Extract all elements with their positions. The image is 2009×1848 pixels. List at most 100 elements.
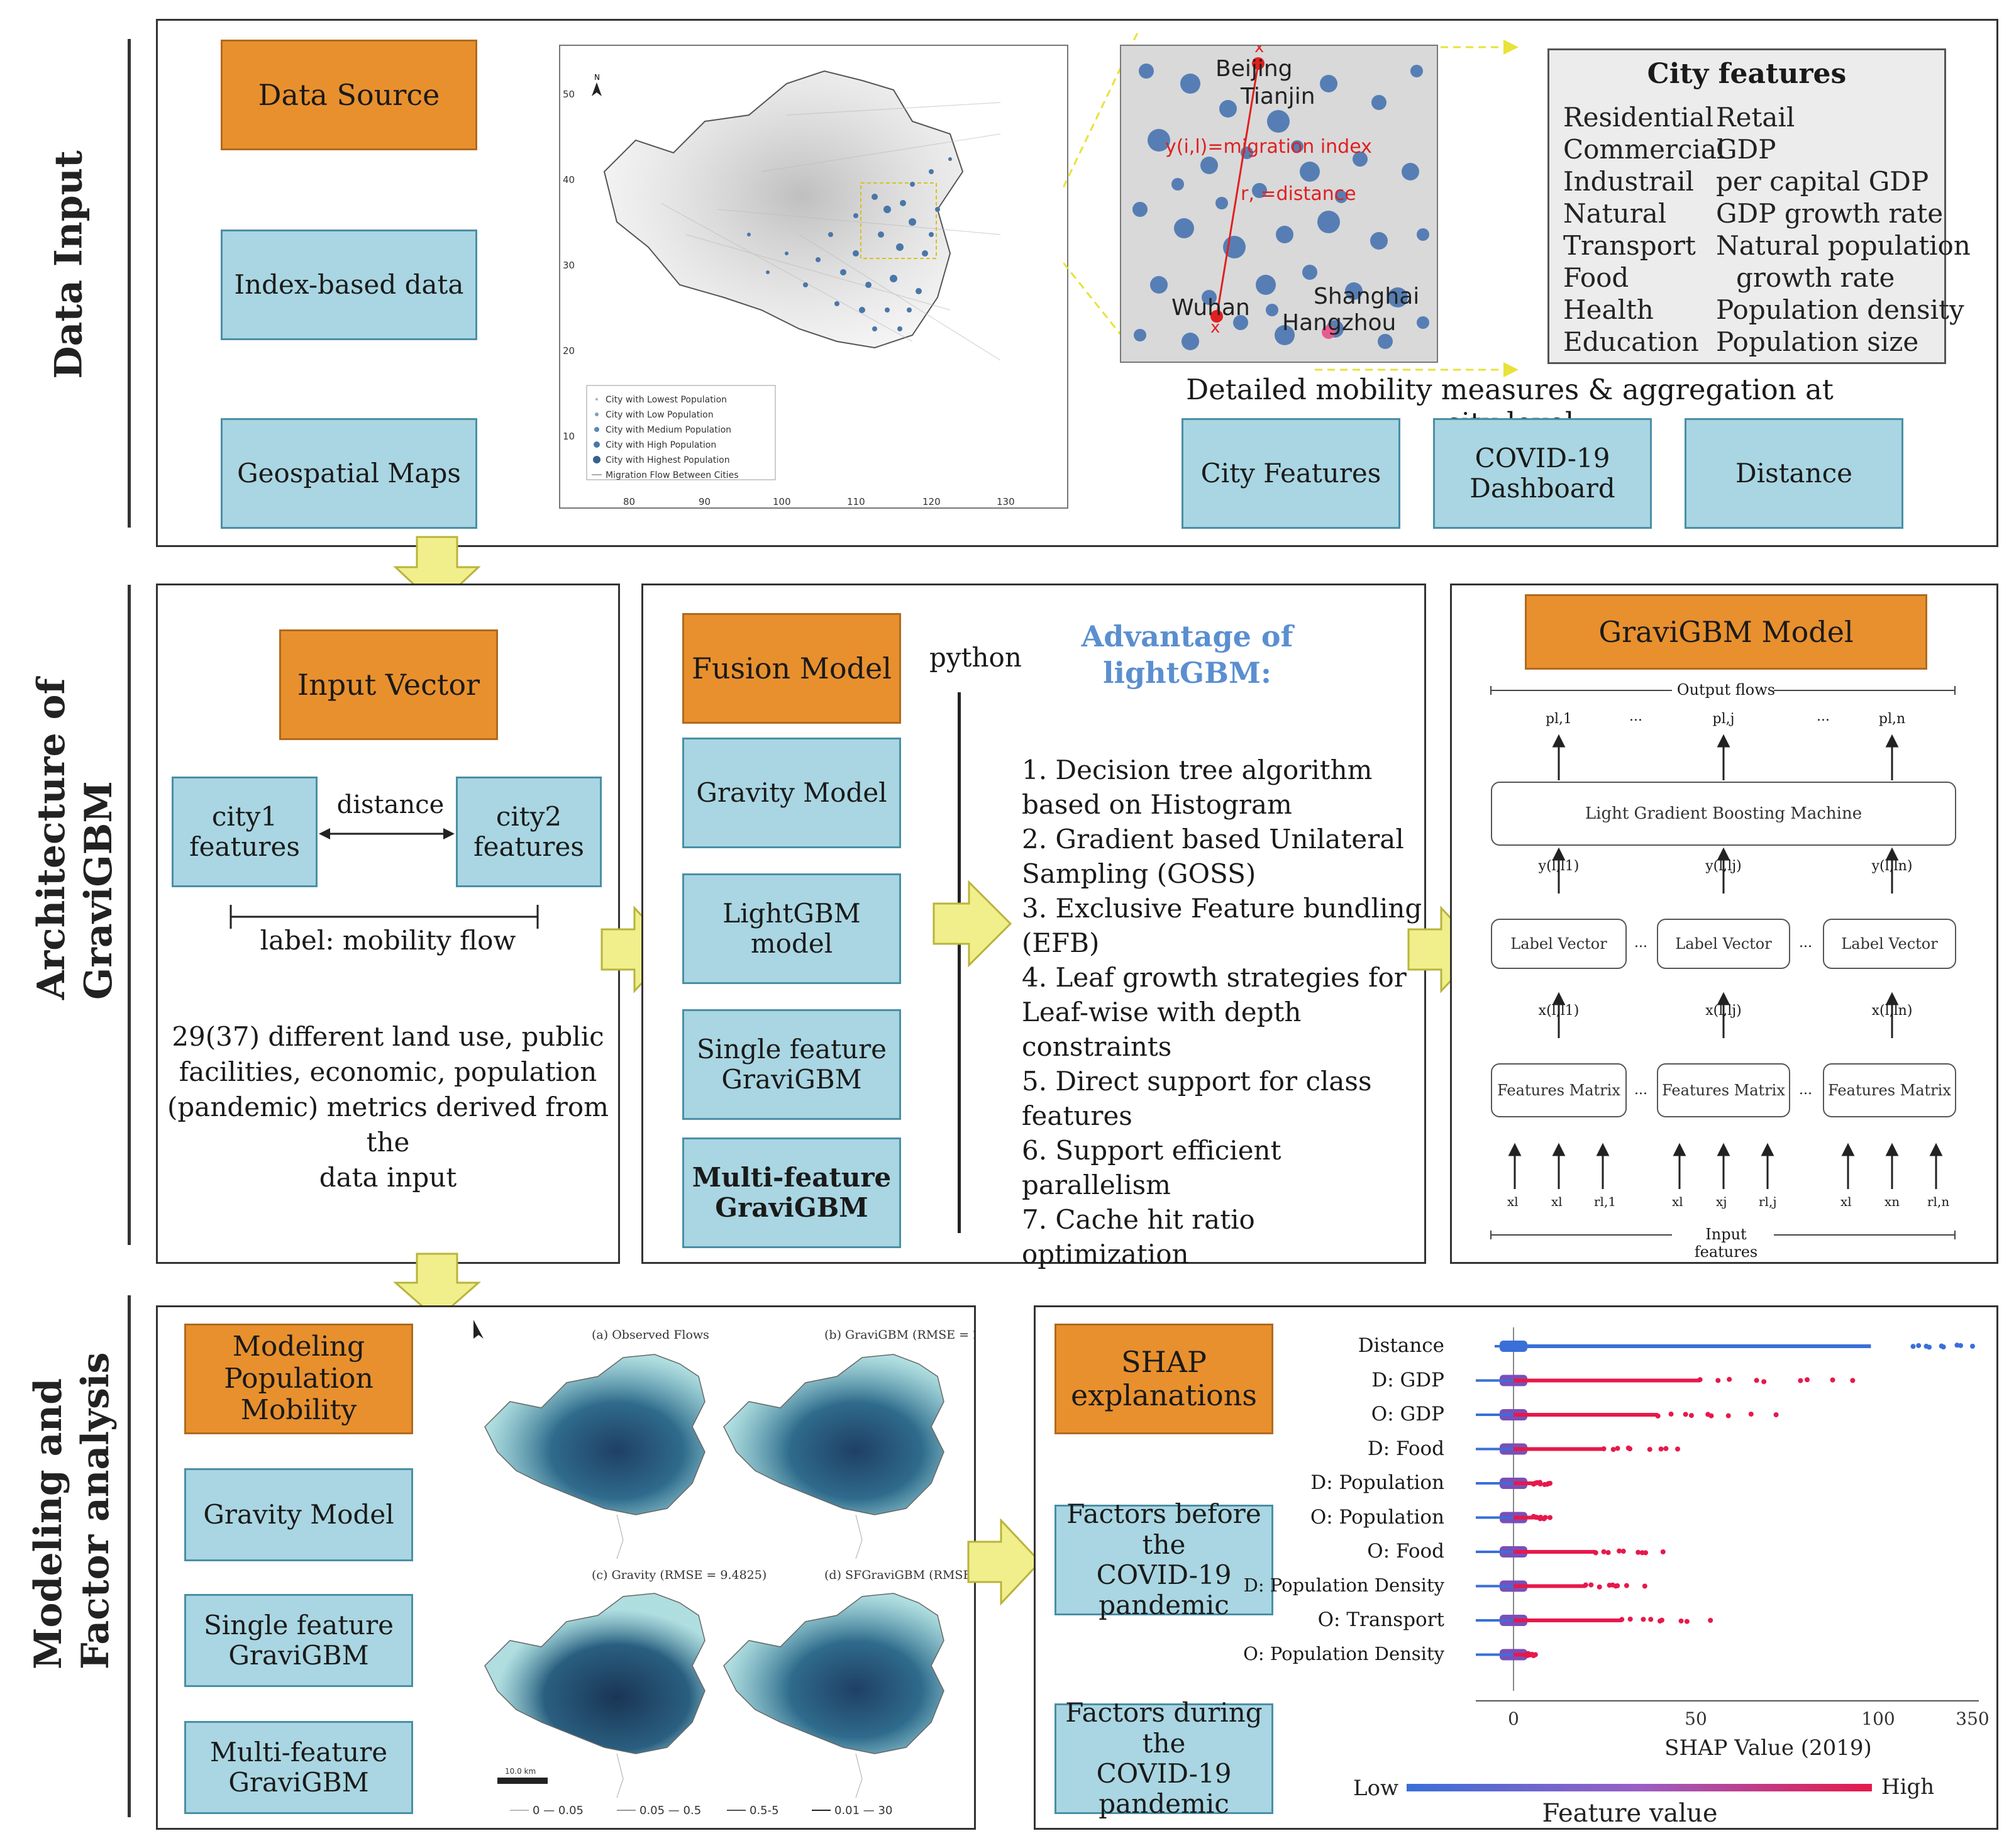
data-source-box: Data Source (221, 40, 477, 150)
input-sym: xj (1716, 1194, 1727, 1209)
features-matrix-text: Features Matrix (1497, 1082, 1620, 1099)
multi-feature-box: Multi-feature GraviGBM (682, 1137, 901, 1248)
city-label-shanghai: Shanghai (1314, 284, 1419, 309)
shap-point (1773, 1412, 1779, 1417)
north-arrow-icon (592, 82, 602, 96)
input-vector-label: Input Vector (297, 667, 480, 702)
x-label-1: x(l,l1) (1538, 1003, 1580, 1019)
output-dots: ... (1629, 709, 1642, 724)
shap-point (1601, 1549, 1607, 1554)
advantage-item: 3. Exclusive Feature bundling (1022, 893, 1422, 924)
data-source-label: Data Source (258, 77, 440, 112)
output-dots: ... (1817, 709, 1830, 724)
multi-line2: GraviGBM (715, 1192, 868, 1223)
features-matrix-text: Features Matrix (1662, 1082, 1785, 1099)
advantage-item: 1. Decision tree algorithm (1022, 755, 1373, 785)
city1-features-box: city1 features (172, 777, 318, 887)
legend-item: City with Lowest Population (606, 395, 727, 405)
shap-point (1850, 1378, 1856, 1383)
shap-point (1684, 1618, 1690, 1624)
label-vector-box-2: Label Vector (1657, 919, 1790, 969)
multi-line1: Multi-feature (692, 1161, 892, 1193)
city2-features-box: city2 features (456, 777, 602, 887)
shap-point (1798, 1378, 1803, 1383)
map-b-title: (b) GraviGBM (RMSE = 2.9769) (824, 1328, 975, 1342)
advantage-item: 6. Support efficient (1022, 1135, 1281, 1166)
zoom-region (860, 182, 937, 259)
fusion-model-label: Fusion Model (692, 651, 892, 685)
section-label-data-input: Data Input (46, 150, 93, 379)
section-label-architecture: Architecture of GraviGBM (28, 678, 123, 1000)
input-sym: xl (1672, 1194, 1683, 1209)
flow-legend-item: 0 — 0.05 (533, 1804, 584, 1817)
shap-point (1532, 1652, 1538, 1657)
architecture-bracket (128, 585, 131, 1245)
input-vector-panel: Input Vector city1 features city2 featur… (156, 584, 620, 1264)
during-line2: COVID-19 (1096, 1758, 1232, 1789)
during-line1: Factors during the (1065, 1697, 1263, 1759)
before-line3: pandemic (1099, 1590, 1229, 1621)
colorbar-title: Feature value (1542, 1799, 1717, 1823)
description-line: (pandemic) metrics derived from the (167, 1092, 609, 1158)
advantage-item: 7. Cache hit ratio optimization (1022, 1204, 1255, 1270)
label-vector-text: Label Vector (1510, 935, 1607, 953)
index-based-label: Index-based data (234, 268, 464, 300)
north-label: N (594, 73, 600, 82)
feature-item: per capital GDP (1716, 166, 1929, 197)
feature-item: Population density (1716, 294, 1964, 325)
feature-item: Residential (1563, 102, 1714, 133)
shap-point (1678, 1618, 1684, 1624)
description-line: facilities, economic, population (179, 1056, 597, 1087)
map-y-tick: 50 (563, 89, 575, 100)
shap-point (1688, 1413, 1694, 1419)
city-features-source-box: City Features (1182, 418, 1400, 529)
shap-point (1648, 1617, 1654, 1622)
advantage-item: parallelism (1022, 1170, 1171, 1200)
map-d-title: (d) SFGraviGBM (RMSE = 5.3330) (824, 1568, 975, 1582)
feature-item: Retail (1716, 102, 1795, 133)
legend-item: City with Low Population (606, 410, 714, 420)
features-matrix-box-1: Features Matrix (1491, 1063, 1627, 1117)
feature-item: Population size (1716, 326, 1919, 357)
input-label-row: xl xl rl,1 xl xj rl,j xl xn rl,n (1452, 1194, 2000, 1213)
feature-item: Natural (1563, 198, 1667, 229)
fusion-divider (958, 692, 961, 1233)
legend-item: Migration Flow Between Cities (606, 470, 739, 480)
shap-explanations-box: SHAP explanations (1054, 1324, 1273, 1434)
gravigbm-model-box: GraviGBM Model (1525, 594, 1927, 670)
lightgbm-model-box: LightGBM model (682, 873, 901, 984)
north-arrow-icon (473, 1320, 484, 1339)
shap-feature-label: D: Population Density (1243, 1574, 1444, 1596)
shap-point (1635, 1549, 1641, 1555)
features-matrix-text: Features Matrix (1828, 1082, 1951, 1099)
shap-point (1668, 1411, 1674, 1417)
shap-point (1970, 1344, 1975, 1349)
y-label-3: y(l,ln) (1871, 858, 1913, 874)
shap-point (1615, 1446, 1620, 1451)
china-population-map: N 50 40 30 20 10 80 90 100 110 120 130 C… (559, 45, 1068, 509)
shap-line2: explanations (1071, 1378, 1257, 1412)
shap-point (1642, 1583, 1647, 1589)
map-y-tick: 30 (563, 260, 575, 271)
output-flows-label: Output flows (1676, 681, 1776, 699)
shap-x-tick: 50 (1685, 1708, 1707, 1729)
shap-point (1754, 1378, 1759, 1383)
x-label-3: x(l,ln) (1871, 1003, 1913, 1019)
china-map-svg: N 50 40 30 20 10 80 90 100 110 120 130 C… (563, 70, 1015, 507)
section-data-input-text: Data Input (47, 150, 91, 379)
distance-double-arrow (319, 828, 455, 839)
colorbar-high-label: High (1881, 1774, 1934, 1800)
city-features-box: City features Residential Commercial Ind… (1547, 48, 1971, 364)
feature-item: Industrail (1563, 166, 1694, 197)
map-d (723, 1593, 944, 1798)
index-based-box: Index-based data (221, 230, 477, 340)
scale-bar (497, 1778, 548, 1784)
modeling-single-line2: GraviGBM (228, 1640, 369, 1671)
shap-point (1601, 1446, 1607, 1452)
advantage-title: Advantage of lightGBM: (1077, 618, 1297, 691)
legend-item: City with High Population (606, 440, 716, 450)
label-vector-text: Label Vector (1841, 935, 1938, 953)
map-a-title: (a) Observed Flows (592, 1328, 709, 1342)
